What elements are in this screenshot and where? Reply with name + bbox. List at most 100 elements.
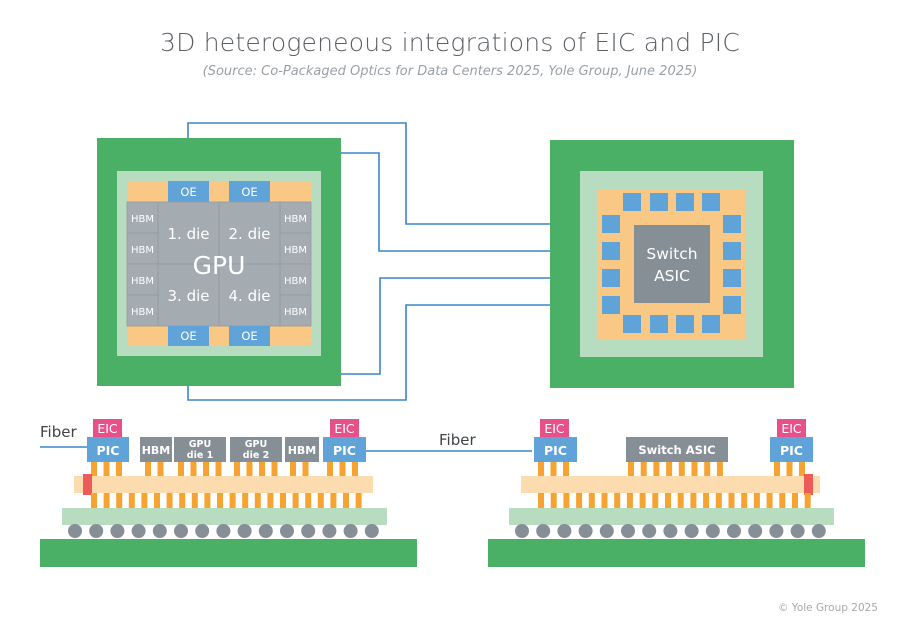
lower-pillars-right	[538, 493, 811, 508]
hbm-label: HBM	[288, 444, 317, 457]
oe-bottom-left: OE	[168, 326, 209, 346]
micro-pillar	[254, 493, 261, 508]
pic-left: PIC	[87, 437, 129, 462]
micro-pillar	[639, 493, 646, 508]
micro-pillar	[157, 462, 164, 476]
diagram-source: (Source: Co-Packaged Optics for Data Cen…	[202, 64, 698, 79]
solder-ball	[642, 524, 657, 538]
solder-ball	[216, 524, 231, 538]
solder-ball	[280, 524, 294, 538]
solder-ball	[684, 524, 699, 538]
micro-pillar	[355, 493, 362, 508]
die-3-label: 3. die	[168, 287, 210, 305]
micro-pillar	[665, 493, 671, 508]
micro-pillar	[229, 493, 236, 508]
gpu-package-top-view: OE OE HBM HBM HBM HBM	[97, 138, 341, 386]
micro-pillar	[215, 462, 222, 476]
micro-pillar	[327, 462, 333, 476]
oe-label: OE	[180, 185, 196, 199]
micro-pillar	[741, 493, 748, 508]
optical-engines-ring	[602, 193, 741, 333]
micro-pillar	[538, 493, 544, 508]
switch-asic-label: Switch ASIC	[638, 443, 715, 457]
pic-label: PIC	[333, 443, 356, 458]
hbm-label: HBM	[142, 444, 171, 457]
die-2-label: 2. die	[229, 225, 271, 243]
micro-pillar	[128, 493, 135, 508]
eic-label: EIC	[97, 421, 118, 436]
micro-pillar	[653, 462, 660, 476]
solder-ball	[790, 524, 805, 538]
hbm-left-column	[126, 201, 159, 327]
micro-pillar	[614, 493, 621, 508]
diagram-title: 3D heterogeneous integrations of EIC and…	[160, 28, 740, 57]
solder-ball	[705, 524, 720, 538]
micro-pillar	[234, 462, 240, 476]
switch-asic-chip: Switch ASIC	[626, 437, 728, 462]
micro-pillar	[792, 493, 798, 508]
copyright: © Yole Group 2025	[777, 602, 878, 614]
pic-switch-left: PIC	[534, 437, 577, 462]
micro-pillar	[766, 493, 773, 508]
oe-label: OE	[241, 185, 257, 199]
micro-pillar	[91, 462, 97, 476]
solder-ball	[811, 524, 826, 538]
micro-pillar	[103, 462, 110, 476]
micro-pillar	[267, 493, 274, 508]
gpu-side-view: Fiber EIC PIC HBM GPU die 1	[40, 419, 532, 567]
micro-pillar	[652, 493, 659, 508]
wire-4	[187, 304, 604, 401]
micro-pillar	[576, 493, 583, 508]
micro-pillar	[626, 493, 633, 508]
wire-3	[341, 277, 604, 375]
micro-pillar	[116, 493, 123, 508]
solder-ball	[663, 524, 678, 538]
micro-pillar	[317, 493, 324, 508]
micro-pillar	[145, 462, 151, 476]
eic-left: EIC	[93, 419, 122, 437]
micro-pillar	[550, 462, 557, 476]
micro-pillar	[191, 493, 198, 508]
micro-pillar	[715, 493, 722, 508]
solder-ball	[68, 524, 82, 538]
switch-side-view: Fiber EIC PIC Switch ASIC EIC PIC	[439, 419, 865, 567]
micro-pillar	[166, 493, 173, 508]
micro-pillar	[678, 462, 685, 476]
pic-right: PIC	[323, 437, 366, 462]
package-substrate-right	[509, 508, 834, 525]
micro-pillar	[779, 493, 786, 508]
hbm-label: HBM	[284, 307, 307, 318]
hbm-label: HBM	[284, 245, 307, 256]
hbm-right-chip: HBM	[285, 437, 319, 462]
optical-interconnects	[187, 122, 604, 401]
micro-pillar	[292, 493, 299, 508]
micro-pillar	[141, 493, 148, 508]
micro-pillar	[339, 462, 346, 476]
solder-ball	[174, 524, 188, 538]
micro-pillar	[704, 462, 711, 476]
hbm-label: HBM	[131, 245, 154, 256]
oe-top-left: OE	[168, 181, 209, 202]
pcb-left	[40, 539, 417, 567]
upper-pillars-left	[91, 462, 358, 476]
pic-label: PIC	[544, 443, 567, 458]
micro-pillar	[305, 493, 312, 508]
micro-pillar	[246, 462, 253, 476]
oe-bottom-right: OE	[229, 326, 270, 346]
micro-pillar	[563, 493, 570, 508]
solder-ball	[536, 524, 551, 538]
solder-ball	[258, 524, 273, 538]
lower-pillars-left	[91, 493, 362, 508]
pic-label: PIC	[97, 443, 120, 458]
eic-switch-right: EIC	[777, 419, 806, 437]
micro-pillar	[178, 462, 184, 476]
fiber-label: Fiber	[40, 423, 77, 441]
solder-balls-left	[68, 524, 379, 538]
micro-pillar	[330, 493, 337, 508]
fiber-label: Fiber	[439, 431, 476, 449]
micro-pillar	[302, 462, 309, 476]
micro-pillar	[799, 462, 805, 476]
solder-ball	[557, 524, 572, 538]
micro-pillar	[280, 493, 286, 508]
gpu-die-1-label-line2: die 1	[187, 450, 213, 461]
